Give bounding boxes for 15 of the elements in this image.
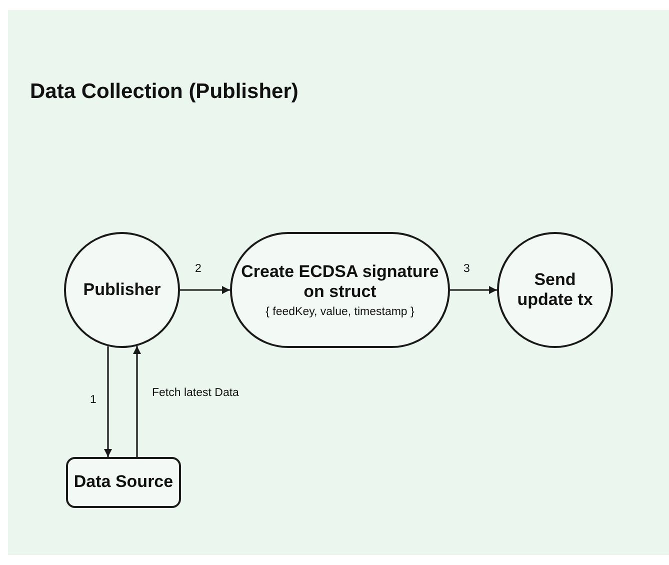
node-label: Publisher [83,280,161,300]
edge-label: Fetch latest Data [152,386,239,401]
edge-label: 3 [464,262,470,277]
process-box [66,457,181,508]
node-subtext: { feedKey, value, timestamp } [266,306,414,318]
node-label: Data Source [74,472,174,493]
arrow [180,286,230,294]
arrow [133,346,141,457]
edge-label: 1 [90,393,96,408]
diagram-title: Data Collection (Publisher) [30,80,298,104]
arrow [450,286,497,294]
edge-label: 2 [195,262,202,277]
node-label: Send update tx [516,270,594,310]
node-label: Create ECDSA signature on struct [240,262,440,302]
arrow [104,346,112,457]
